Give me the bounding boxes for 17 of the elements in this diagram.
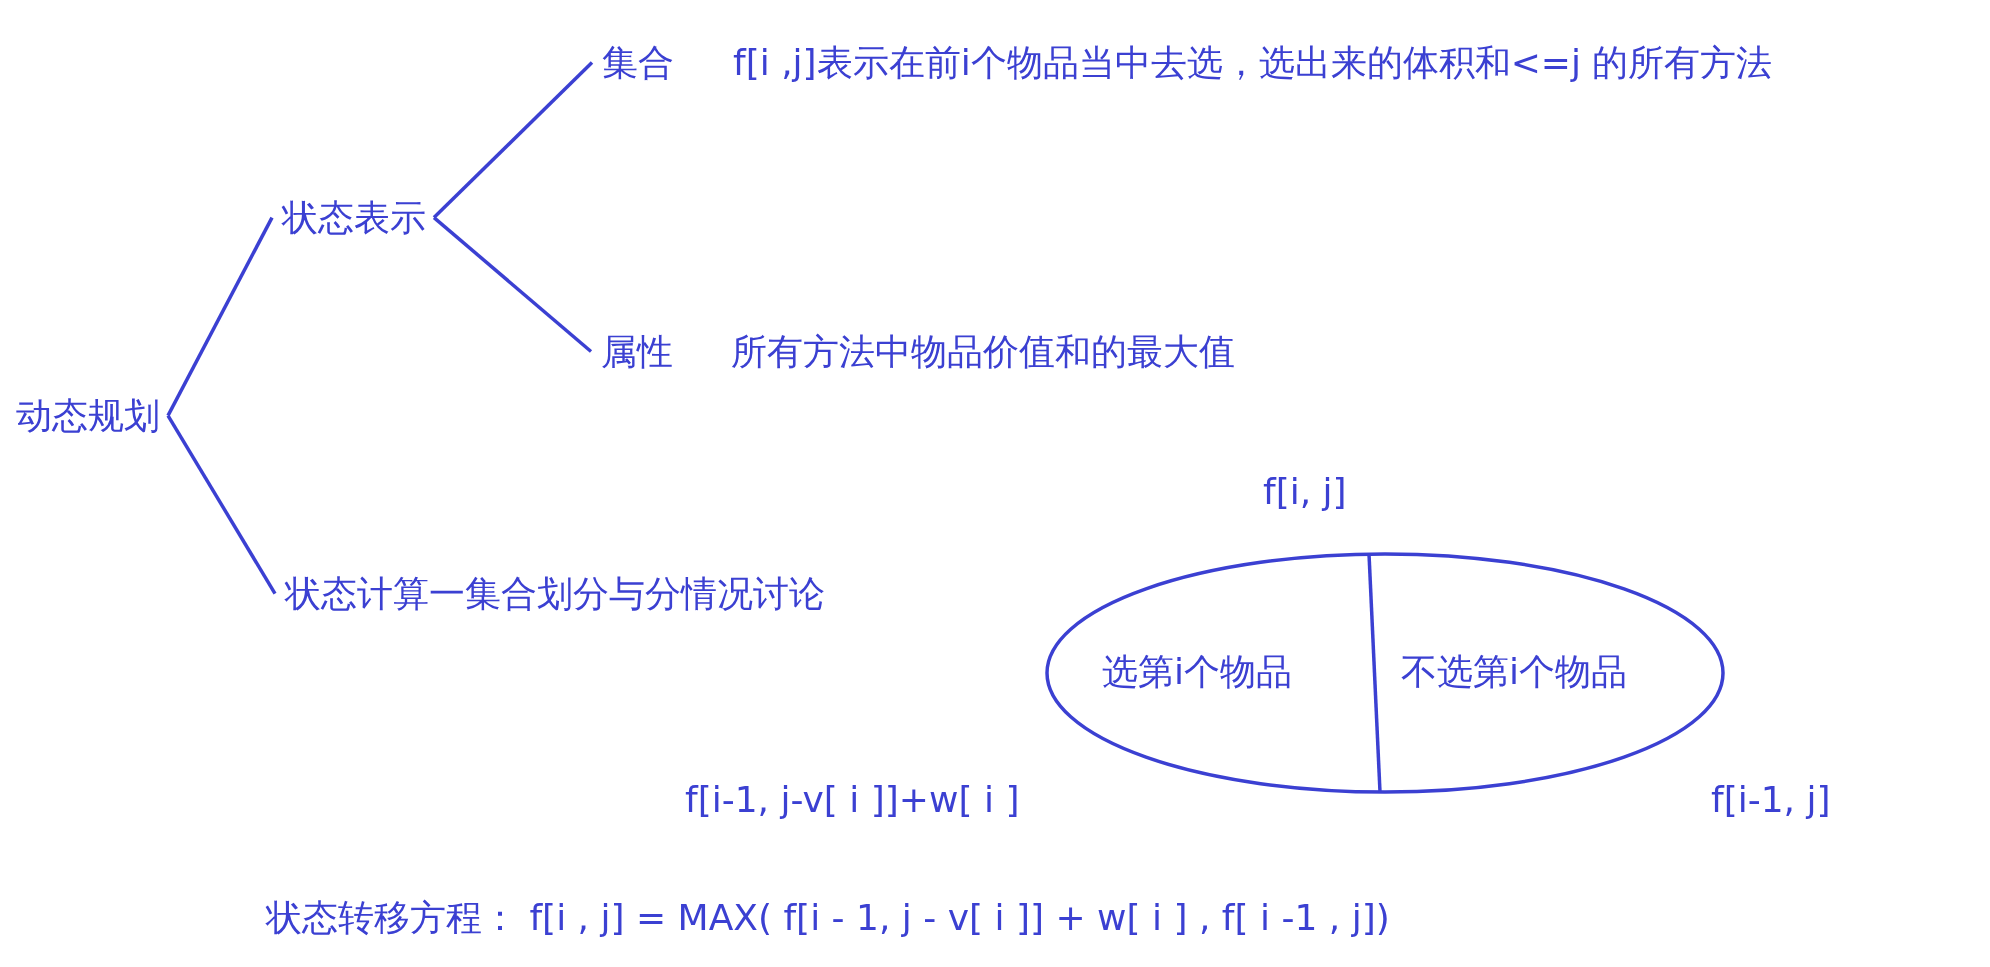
formula-label: f[i-1, j-v[ i ]]+w[ i ]	[685, 778, 1020, 822]
node-label: 动态规划	[16, 394, 160, 438]
node-label: 状态表示	[282, 196, 426, 240]
formula-label: f[i-1, j]	[1711, 778, 1831, 822]
connector-line	[432, 61, 594, 219]
node-label: 状态计算一集合划分与分情况讨论	[285, 572, 825, 616]
description-text: 所有方法中物品价值和的最大值	[731, 330, 1235, 374]
section-label: 选第i个物品	[1102, 650, 1292, 694]
section-label: 不选第i个物品	[1401, 650, 1627, 694]
connector-line	[166, 414, 277, 595]
connector-line	[432, 216, 593, 353]
connector-line	[166, 216, 274, 417]
set-label: f[i, j]	[1263, 470, 1347, 514]
node-label: 集合	[602, 42, 674, 83]
description-text: f[i ,j]表示在前i个物品当中去选，选出来的体积和<=j 的所有方法	[733, 41, 1773, 85]
node-label: 属性	[601, 331, 673, 372]
equation-text: 状态转移方程： f[i , j] = MAX( f[i - 1, j - v[ i ]] + w[ i ] , f[ i -1 , j])	[266, 896, 1390, 940]
